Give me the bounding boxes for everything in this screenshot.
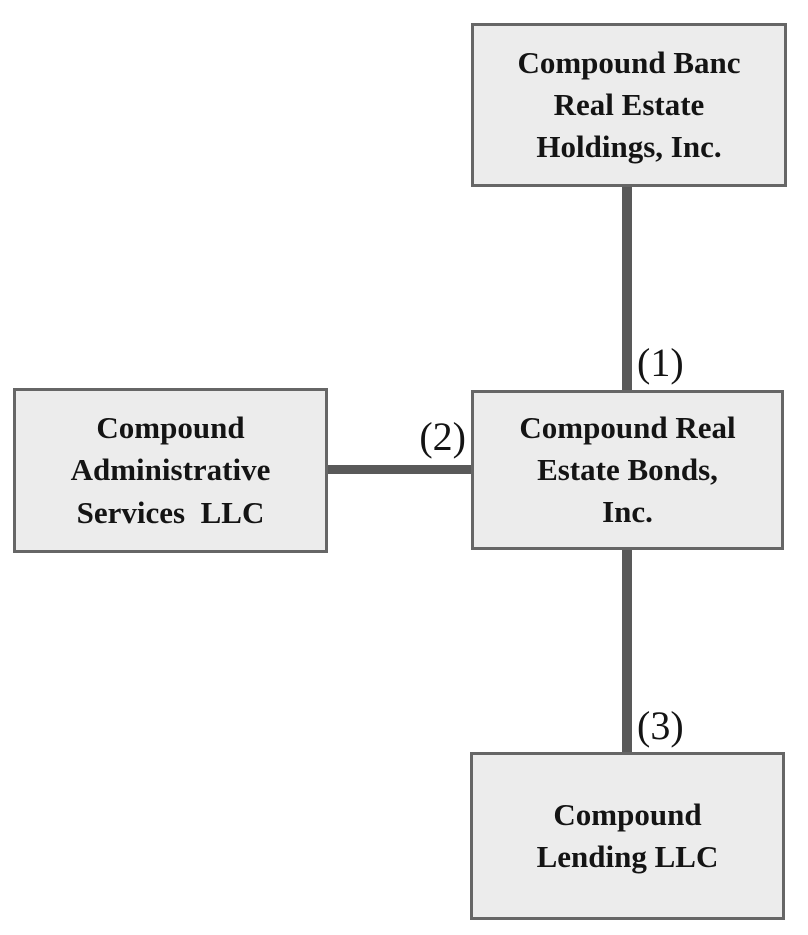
node-compound-banc-real-estate-holdings: Compound Banc Real Estate Holdings, Inc. — [471, 23, 787, 187]
node-compound-lending: Compound Lending LLC — [470, 752, 785, 920]
node-label-holdings: Compound Banc Real Estate Holdings, Inc. — [517, 44, 741, 165]
node-compound-real-estate-bonds: Compound Real Estate Bonds, Inc. — [471, 390, 784, 550]
connector-label-3: (3) — [637, 703, 684, 748]
node-compound-administrative-services: Compound Administrative Services LLC — [13, 388, 328, 553]
connector-holdings-to-bonds — [622, 186, 632, 392]
node-label-lending: Compound Lending LLC — [536, 796, 719, 874]
connector-bonds-to-lending — [622, 549, 632, 754]
connector-label-1: (1) — [637, 340, 684, 385]
connector-label-2: (2) — [419, 414, 466, 459]
connector-admin-to-bonds — [327, 465, 473, 474]
node-label-admin: Compound Administrative Services LLC — [70, 410, 271, 530]
node-label-bonds: Compound Real Estate Bonds, Inc. — [519, 409, 736, 530]
